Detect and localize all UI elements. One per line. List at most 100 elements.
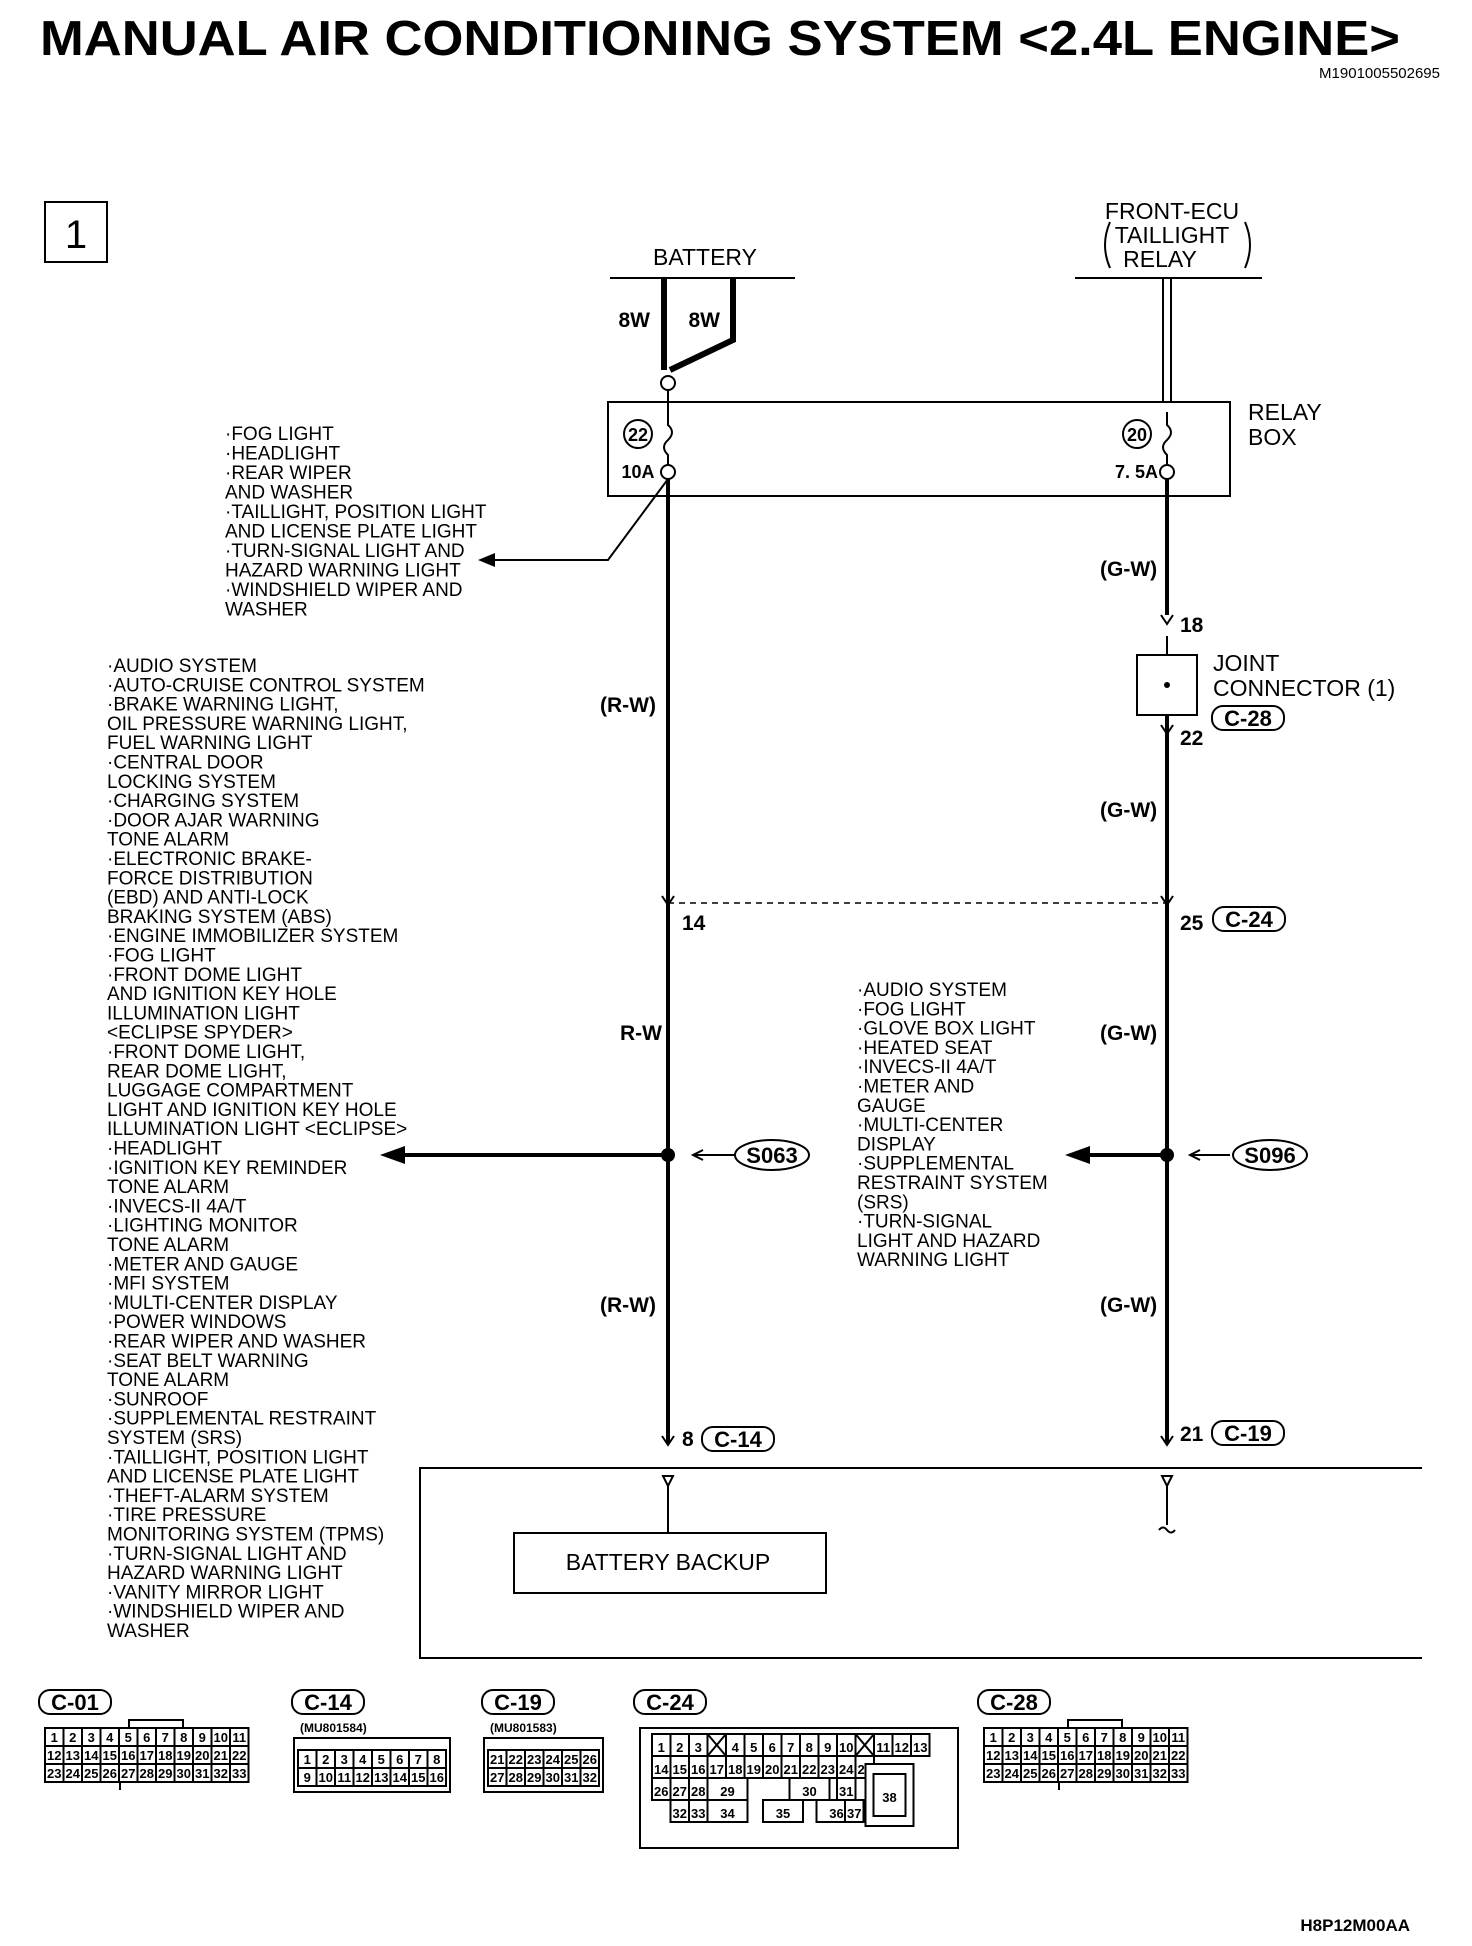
joint-connector-label-1: JOINT (1213, 650, 1279, 676)
branch-list-item: ·SEAT BELT WARNING (107, 1351, 309, 1372)
pin-number: 16 (691, 1762, 705, 1777)
pin-number: 10 (1153, 1730, 1167, 1745)
pin-number: 15 (1042, 1748, 1056, 1763)
pin-number: 22 (802, 1762, 816, 1777)
pin-number: 30 (177, 1766, 191, 1781)
pin-number: 33 (232, 1766, 246, 1781)
c14-connector-tag (291, 1689, 365, 1715)
pin-number: 24 (546, 1752, 561, 1767)
pin-number: 10 (839, 1740, 853, 1755)
pin-cell (579, 1767, 600, 1787)
pin-number: 27 (673, 1784, 687, 1799)
pin-number: 16 (1060, 1748, 1074, 1763)
pin-number: 15 (103, 1748, 117, 1763)
pin-number: 12 (986, 1748, 1000, 1763)
front-ecu-label-3: RELAY (1123, 246, 1197, 272)
pin-number: 1 (990, 1730, 997, 1745)
pin-number: 23 (47, 1766, 61, 1781)
fuse22-bottom-terminal (660, 464, 676, 480)
pin-number: 32 (1153, 1766, 1167, 1781)
pin-number: 15 (411, 1770, 425, 1785)
right-internal-break (1158, 1526, 1176, 1534)
pin-number: 9 (824, 1740, 831, 1755)
pin-number: 34 (720, 1806, 735, 1821)
pin-number: 23 (986, 1766, 1000, 1781)
page-marker: 1 (65, 213, 87, 257)
pin-number: 7 (415, 1752, 422, 1767)
branch-list-item: LOCKING SYSTEM (107, 772, 276, 793)
branch-list-item: ·AUDIO SYSTEM (857, 980, 1007, 1001)
splice-s063-tag (734, 1139, 810, 1171)
branch-list-item: ·WINDSHIELD WIPER AND (107, 1602, 345, 1623)
pin-number: 31 (564, 1770, 578, 1785)
branch-list-item: AND WASHER (225, 483, 353, 504)
pin-number: 7 (162, 1730, 169, 1745)
pin-number: 20 (195, 1748, 209, 1763)
branch-list-item: ·SUPPLEMENTAL (857, 1154, 1014, 1175)
pin-number: 9 (304, 1770, 311, 1785)
pin-number: 11 (876, 1740, 890, 1755)
branch-list-item: ·IGNITION KEY REMINDER (107, 1158, 347, 1179)
c28-connector-label: C-28 (990, 1690, 1038, 1715)
branch-list-item: ·THEFT-ALARM SYSTEM (107, 1486, 329, 1507)
pin-number: 19 (1116, 1748, 1130, 1763)
branch-list-item: WASHER (107, 1621, 190, 1642)
right-junction-tag (1212, 906, 1286, 932)
branch-list-item: LIGHT AND HAZARD (857, 1231, 1040, 1252)
pin-number: 24 (839, 1762, 854, 1777)
battery-wire-size-2: 8W (689, 309, 721, 332)
branch-list-item: ·VANITY MIRROR LIGHT (107, 1582, 324, 1603)
control-unit-outline (419, 1467, 1422, 1659)
pin-number: 21 (1153, 1748, 1167, 1763)
branch-list-item: FUEL WARNING LIGHT (107, 733, 313, 754)
pin-number: 24 (66, 1766, 81, 1781)
pin-number: 8 (806, 1740, 813, 1755)
branch-list-item: ·TAILLIGHT, POSITION LIGHT (107, 1447, 369, 1468)
branch-list-item: ·HEADLIGHT (107, 1139, 222, 1160)
pin-number: 16 (430, 1770, 444, 1785)
pin-number: 37 (847, 1806, 861, 1821)
pin-number: 2 (322, 1752, 329, 1767)
pin-number: 13 (1005, 1748, 1019, 1763)
pin-number: 25 (84, 1766, 98, 1781)
pin-number: 5 (125, 1730, 132, 1745)
branch-list-item: ·MULTI-CENTER DISPLAY (107, 1293, 338, 1314)
pin-cell (910, 1733, 931, 1757)
pin-number: 5 (378, 1752, 385, 1767)
pin-number: 17 (140, 1748, 154, 1763)
relay-box-label-2: BOX (1248, 424, 1297, 450)
branch-list-item: ·TURN-SIGNAL LIGHT AND (225, 541, 465, 562)
branch-list-item: ILLUMINATION LIGHT <ECLIPSE> (107, 1119, 407, 1140)
pin-number: 14 (1023, 1748, 1038, 1763)
left-wire-color-3: (R-W) (600, 1294, 656, 1317)
branch-list-item: ·METER AND (857, 1077, 974, 1098)
pin-number: 28 (509, 1770, 523, 1785)
figure-code: H8P12M00AA (1300, 1916, 1410, 1935)
branch-list-item: ·GLOVE BOX LIGHT (857, 1019, 1036, 1040)
right-bottom-connector: C-19 (1224, 1421, 1272, 1446)
pin-number: 23 (821, 1762, 835, 1777)
pin-number: 4 (106, 1730, 114, 1745)
branch-list-item: ·CHARGING SYSTEM (107, 791, 299, 812)
pin-number: 25 (1023, 1766, 1037, 1781)
relay-box-label-1: RELAY (1248, 399, 1322, 425)
pin-cell (706, 1799, 749, 1823)
branch-list-item: ·ENGINE IMMOBILIZER SYSTEM (107, 926, 398, 947)
pin-number: 14 (654, 1762, 669, 1777)
pin-number: 22 (1171, 1748, 1185, 1763)
pin-number: 33 (1171, 1766, 1185, 1781)
branch-list-item: ·DOOR AJAR WARNING (107, 810, 320, 831)
pin-number: 6 (1082, 1730, 1089, 1745)
pin-number: 15 (673, 1762, 687, 1777)
c14-connector-label: C-14 (304, 1690, 352, 1715)
branch-list-item: ·FOG LIGHT (107, 946, 216, 967)
branch-list-item: RESTRAINT SYSTEM (857, 1173, 1048, 1194)
connector-latch (128, 1719, 184, 1729)
pin-cell-large-inner (872, 1773, 907, 1817)
pin-number: 6 (143, 1730, 150, 1745)
pin-number: 3 (88, 1730, 95, 1745)
branch-list-item: ·MFI SYSTEM (107, 1274, 229, 1295)
pin-number: 11 (1171, 1730, 1185, 1745)
